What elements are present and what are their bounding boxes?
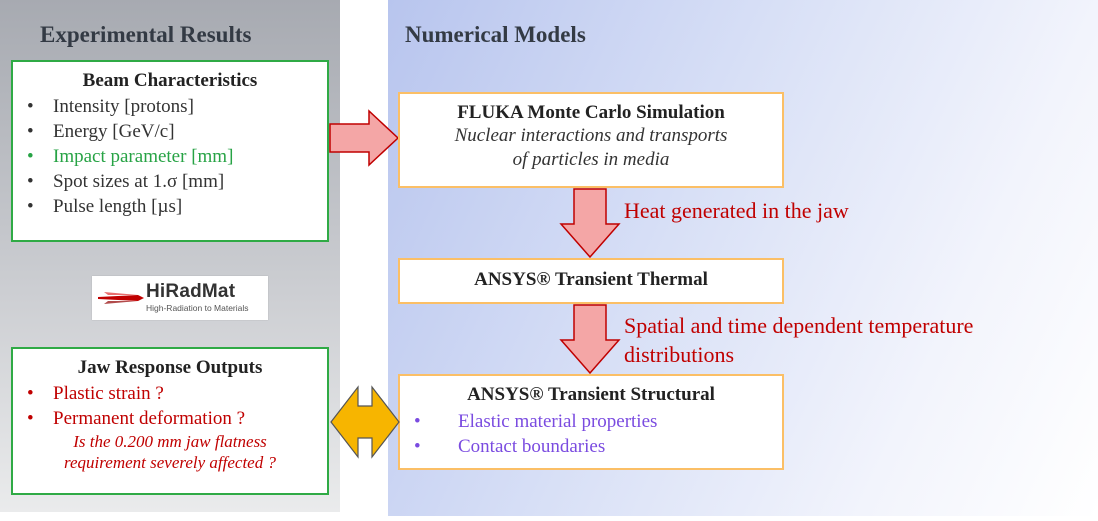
beam-item: Spot sizes at 1.σ [mm]: [13, 169, 327, 194]
thermal-title: ANSYS® Transient Thermal: [474, 269, 708, 290]
beam-item-text: Intensity [protons]: [53, 96, 194, 117]
beam-item-text: Energy [GeV/c]: [53, 121, 175, 142]
hiradmat-logo: HiRadMat High-Radiation to Materials: [92, 276, 268, 320]
fluka-description-line: Nuclear interactions and transports: [454, 125, 728, 146]
structural-title: ANSYS® Transient Structural: [467, 384, 715, 405]
structural-item-text: Elastic material properties: [458, 411, 658, 432]
jaw-response-box: Jaw Response Outputs Plastic strain ? Pe…: [11, 347, 329, 495]
beam-item-text: Spot sizes at 1.σ [mm]: [53, 171, 225, 192]
fluka-simulation-box: FLUKA Monte Carlo Simulation Nuclear int…: [398, 92, 784, 188]
beam-item: Energy [GeV/c]: [13, 119, 327, 144]
jaw-item: Permanent deformation ?: [13, 406, 327, 431]
flatness-question-line: Is the 0.200 mm jaw flatness: [73, 432, 267, 451]
numerical-models-title: Numerical Models: [405, 22, 586, 47]
right-arrow-icon: [329, 109, 400, 167]
heat-generated-label: Heat generated in the jaw: [624, 198, 849, 223]
beam-characteristics-list: Intensity [protons] Energy [GeV/c] Impac…: [13, 94, 327, 219]
thermal-analysis-box: ANSYS® Transient Thermal: [398, 258, 784, 304]
temperature-distribution-line: distributions: [624, 342, 735, 367]
jaw-item: Plastic strain ?: [13, 381, 327, 406]
fluka-description-line: of particles in media: [512, 149, 670, 170]
fluka-title: FLUKA Monte Carlo Simulation: [457, 102, 725, 123]
beam-item-text: Pulse length [µs]: [53, 196, 183, 217]
jaw-item-text: Plastic strain ?: [53, 383, 164, 404]
down-arrow-icon: [559, 188, 621, 259]
hiradmat-logo-mark-icon: [98, 292, 144, 304]
double-arrow-icon: [330, 385, 400, 459]
beam-item: Impact parameter [mm]: [13, 144, 327, 169]
jaw-response-title: Jaw Response Outputs: [77, 357, 263, 378]
hiradmat-logo-tagline: High-Radiation to Materials: [146, 303, 249, 313]
temperature-distribution-line: Spatial and time dependent temperature: [624, 313, 974, 338]
beam-item: Pulse length [µs]: [13, 194, 327, 219]
flatness-question-line: requirement severely affected ?: [64, 453, 276, 472]
structural-item: Elastic material properties: [400, 409, 782, 434]
jaw-response-list: Plastic strain ? Permanent deformation ?: [13, 381, 327, 431]
jaw-item-text: Permanent deformation ?: [53, 408, 246, 429]
structural-analysis-box: ANSYS® Transient Structural Elastic mate…: [398, 374, 784, 470]
down-arrow-icon: [559, 304, 621, 375]
structural-list: Elastic material properties Contact boun…: [400, 409, 782, 459]
hiradmat-logo-name: HiRadMat: [146, 281, 236, 302]
beam-characteristics-title: Beam Characteristics: [82, 70, 258, 91]
temperature-distribution-label: Spatial and time dependent temperature d…: [624, 311, 973, 369]
beam-item-text: Impact parameter [mm]: [53, 146, 234, 167]
structural-item-text: Contact boundaries: [458, 436, 606, 457]
beam-item: Intensity [protons]: [13, 94, 327, 119]
beam-characteristics-box: Beam Characteristics Intensity [protons]…: [11, 60, 329, 242]
structural-item: Contact boundaries: [400, 434, 782, 459]
experimental-results-title: Experimental Results: [40, 22, 252, 47]
